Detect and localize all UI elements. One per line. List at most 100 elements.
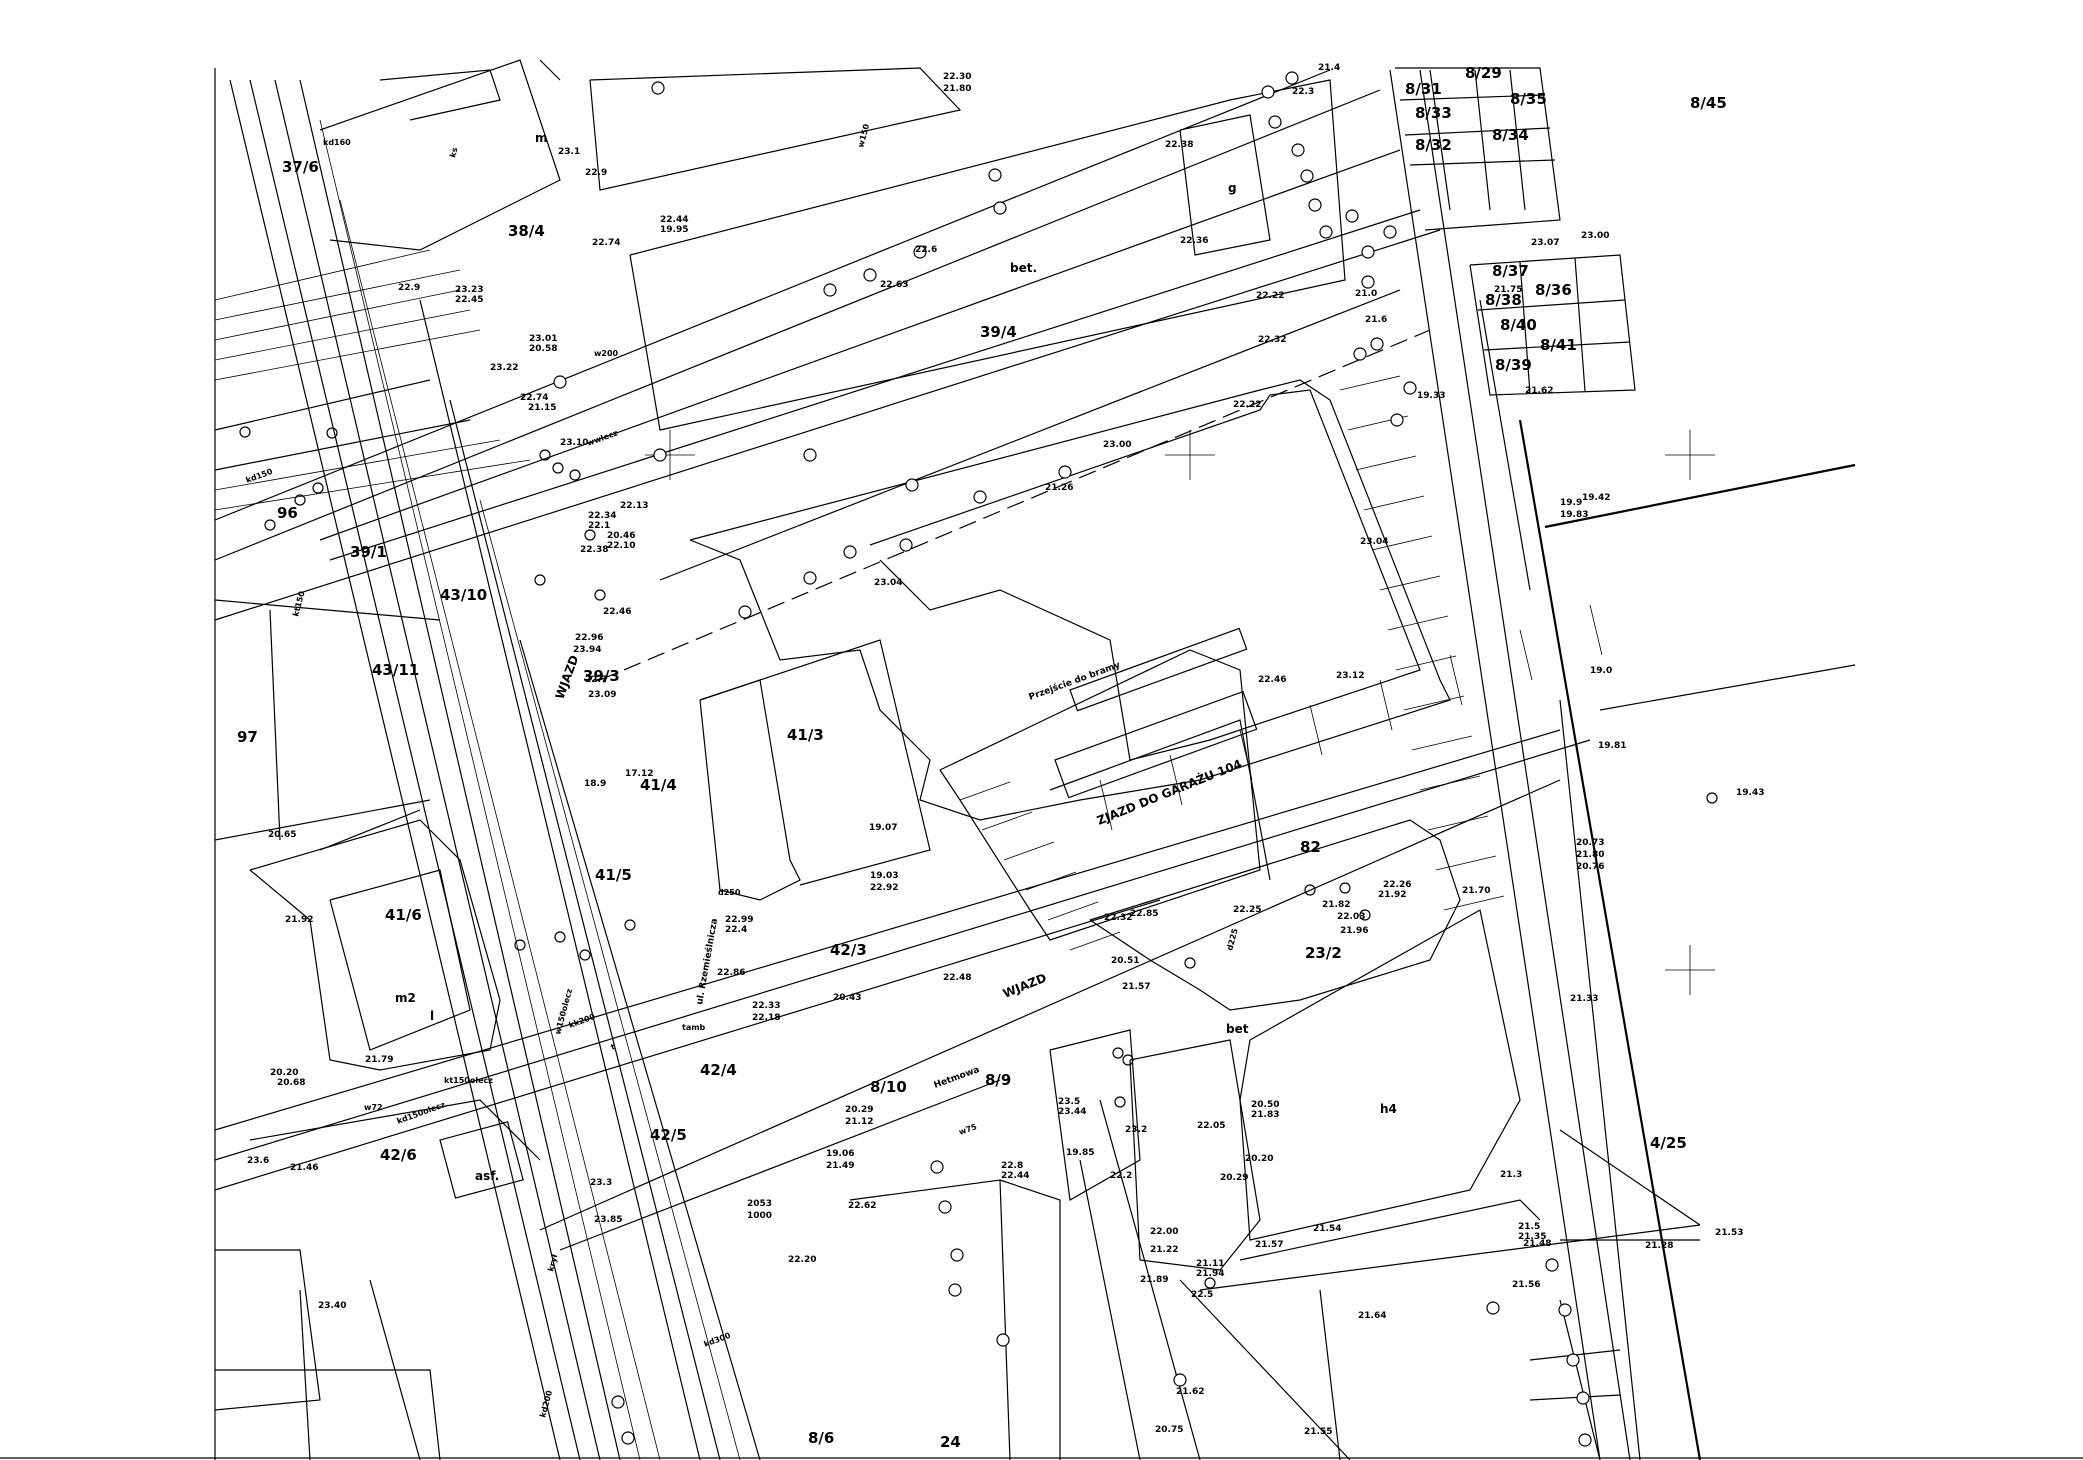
building-label: g xyxy=(1228,181,1237,195)
tree-icon xyxy=(1370,337,1384,351)
survey-point-icon xyxy=(514,939,526,951)
elevation-label: 21.22 xyxy=(1150,1245,1178,1255)
tree-icon xyxy=(1578,1433,1592,1447)
parcel-number: 43/11 xyxy=(372,661,419,679)
elevation-label: 20.50 xyxy=(1251,1100,1279,1110)
survey-point-icon xyxy=(1114,1096,1126,1108)
elevation-label: 22.30 xyxy=(943,72,971,82)
parcel-number: 8/31 xyxy=(1405,80,1442,98)
survey-point-icon xyxy=(594,589,606,601)
parcel-number: 38/4 xyxy=(508,222,545,240)
drive-label: WJAZD xyxy=(1001,971,1049,1001)
utility-label: d225 xyxy=(1225,927,1240,951)
elevation-label: 20.43 xyxy=(833,993,861,1003)
elevation-label: 21.80 xyxy=(943,84,971,94)
tree-icon xyxy=(1390,413,1404,427)
elevation-label: 19.42 xyxy=(1582,493,1610,503)
parcel-number: 8/33 xyxy=(1415,104,1452,122)
elevation-label: 21.56 xyxy=(1512,1280,1540,1290)
tree-icon xyxy=(988,168,1002,182)
survey-point-icon xyxy=(1706,792,1718,804)
parcel-number: 42/3 xyxy=(830,941,867,959)
tree-icon xyxy=(1383,225,1397,239)
utility-label: kk200 xyxy=(568,1012,597,1030)
tree-icon xyxy=(1361,275,1375,289)
elevation-label: 21.75 xyxy=(1494,285,1522,295)
survey-point-icon xyxy=(1339,882,1351,894)
survey-point-icon xyxy=(584,529,596,541)
parcel-number: 97 xyxy=(237,728,258,746)
tree-icon xyxy=(1403,381,1417,395)
survey-point-icon xyxy=(1184,957,1196,969)
elevation-label: 23.04 xyxy=(874,578,902,588)
elevation-label: 20.75 xyxy=(1155,1425,1183,1435)
elevation-label: 22.9 xyxy=(585,168,607,178)
elevation-label: 20.20 xyxy=(270,1068,298,1078)
elevation-label: 21.80 xyxy=(1576,850,1604,860)
tree-icon xyxy=(1361,245,1375,259)
elevation-label: 21.96 xyxy=(1340,926,1368,936)
elevation-label: 22.22 xyxy=(1256,291,1284,301)
elevation-label: 21.4 xyxy=(1318,63,1340,73)
elevation-label: 22.74 xyxy=(592,238,620,248)
elevation-label: 22.99 xyxy=(725,915,753,925)
survey-point-icon xyxy=(1204,1277,1216,1289)
elevation-label: 21.53 xyxy=(1715,1228,1743,1238)
elevation-label: 21.6 xyxy=(1365,315,1387,325)
elevation-label: 19.85 xyxy=(1066,1148,1094,1158)
elevation-label: 22.18 xyxy=(752,1013,780,1023)
tree-icon xyxy=(913,245,927,259)
elevation-label: 22.7 xyxy=(585,675,607,685)
elevation-label: 22.86 xyxy=(717,968,745,978)
parcel-number: 8/38 xyxy=(1485,291,1522,309)
elevation-label: 22.92 xyxy=(870,883,898,893)
elevation-label: 20.29 xyxy=(1220,1173,1248,1183)
elevation-label: 22.22 xyxy=(1233,400,1261,410)
elevation-label: 22.13 xyxy=(620,501,648,511)
elevation-label: 21.89 xyxy=(1140,1275,1168,1285)
building-label: l xyxy=(430,1009,434,1023)
tree-icon xyxy=(973,490,987,504)
tree-icon xyxy=(738,605,752,619)
elevation-label: 19.07 xyxy=(869,823,897,833)
building-label: bet xyxy=(1226,1022,1249,1036)
tree-icon xyxy=(1353,347,1367,361)
elevation-label: 22.25 xyxy=(1233,905,1261,915)
parcel-number: 8/29 xyxy=(1465,64,1502,82)
elevation-label: 21.54 xyxy=(1313,1224,1341,1234)
elevation-label: 20.58 xyxy=(529,344,557,354)
elevation-label: 21.92 xyxy=(285,915,313,925)
elevation-label: 23.2 xyxy=(1125,1125,1147,1135)
elevation-label: 21.62 xyxy=(1525,386,1553,396)
tree-icon xyxy=(950,1248,964,1262)
elevation-label: 21.35 xyxy=(1518,1232,1546,1242)
elevation-label: 19.81 xyxy=(1598,741,1626,751)
elevation-label: 20.68 xyxy=(277,1078,305,1088)
parcel-number: 8/10 xyxy=(870,1078,907,1096)
survey-point-icon xyxy=(624,919,636,931)
utility-label: wwlecz xyxy=(586,428,620,448)
elevation-label: 21.94 xyxy=(1196,1269,1224,1279)
elevation-label: 22.74 xyxy=(520,393,548,403)
elevation-label: 23.10 xyxy=(560,438,588,448)
tree-icon xyxy=(653,448,667,462)
parcel-number: 41/4 xyxy=(640,776,677,794)
elevation-label: 21.57 xyxy=(1122,982,1150,992)
tree-icon xyxy=(905,478,919,492)
tree-icon xyxy=(948,1283,962,1297)
elevation-label: 23.44 xyxy=(1058,1107,1086,1117)
elevation-label: 23.6 xyxy=(247,1156,269,1166)
building-label: h4 xyxy=(1380,1102,1397,1116)
parcel-number: 8/35 xyxy=(1510,90,1547,108)
tree-icon xyxy=(1268,115,1282,129)
parcel-number: 23/2 xyxy=(1305,944,1342,962)
parcel-number: 8/32 xyxy=(1415,136,1452,154)
elevation-label: 23.23 xyxy=(455,285,483,295)
utility-label: t xyxy=(610,1042,617,1052)
elevation-label: 22.9 xyxy=(398,283,420,293)
tree-icon xyxy=(1576,1391,1590,1405)
elevation-label: 18.9 xyxy=(584,779,606,789)
elevation-label: 22.6 xyxy=(915,245,937,255)
parcel-number: 41/3 xyxy=(787,726,824,744)
parcel-number: 96 xyxy=(277,504,298,522)
